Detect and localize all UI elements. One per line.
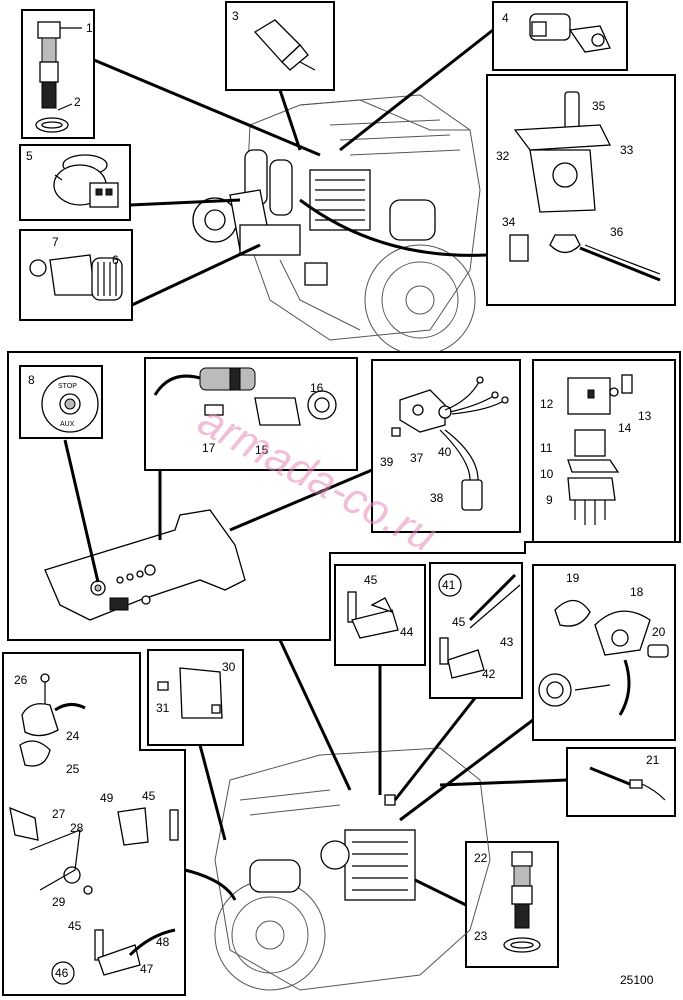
label-28: 28 [70,821,84,835]
box-part-44-45 [334,564,426,666]
top-engine-drawing [192,94,481,356]
top-leader-lines [93,28,494,307]
box-part-6-7 [19,229,133,321]
stop-label: STOP [58,383,77,390]
label-45-box46: 45 [68,919,82,933]
label-38: 38 [430,491,444,505]
label-23: 23 [474,929,488,943]
label-27: 27 [52,807,66,821]
bottom-leader-lines [184,639,568,907]
box-part-22-23 [465,841,559,968]
label-42: 42 [482,667,496,681]
label-7: 7 [52,235,59,249]
label-3: 3 [232,9,239,23]
label-18: 18 [630,585,644,599]
label-49: 49 [100,791,114,805]
label-10: 10 [540,467,554,481]
label-14: 14 [618,421,632,435]
label-1: 1 [86,21,93,35]
label-40: 40 [438,445,452,459]
callout-labels: 1 2 3 4 5 6 7 8 9 10 11 12 13 14 15 16 1… [14,9,666,980]
box-part-9-14 [532,359,676,543]
label-21: 21 [646,753,660,767]
label-19: 19 [566,571,580,585]
box-part-18-20 [532,564,676,741]
box-part-24-29-45-49 [2,652,186,996]
label-43: 43 [500,635,514,649]
bottom-engine-drawing [214,747,491,991]
label-29: 29 [52,895,66,909]
label-16: 16 [310,381,324,395]
box-part-3 [225,1,335,91]
label-20: 20 [652,625,666,639]
label-36: 36 [610,225,624,239]
label-30: 30 [222,660,236,674]
control-panel-plate [44,509,246,621]
label-45-box44: 45 [364,573,378,587]
box-part-4 [492,1,628,71]
label-12: 12 [540,397,554,411]
label-34: 34 [502,215,516,229]
label-47: 47 [140,962,154,976]
label-22: 22 [474,851,488,865]
label-46: 46 [55,966,69,980]
box-part-37-40 [371,359,521,533]
middle-leader-lines [63,439,373,583]
label-48: 48 [156,935,170,949]
aux-label: AUX [60,421,75,428]
label-17: 17 [202,441,216,455]
label-15: 15 [255,443,269,457]
box-part-8: STOP AUX [19,365,103,439]
label-4: 4 [502,11,509,25]
label-9: 9 [546,493,553,507]
label-6: 6 [112,253,119,267]
box-part-1-2 [21,9,95,139]
label-37: 37 [410,451,424,465]
label-39: 39 [380,455,394,469]
label-33: 33 [620,143,634,157]
label-44: 44 [400,625,414,639]
box-part-5 [19,144,131,221]
label-45-box41: 45 [452,615,466,629]
box-part-21 [566,747,676,817]
box-part-30-31 [147,649,244,746]
label-8: 8 [28,373,35,387]
label-32: 32 [496,149,510,163]
label-13: 13 [638,409,652,423]
label-35: 35 [592,99,606,113]
label-11: 11 [540,441,553,455]
label-41: 41 [442,578,456,592]
label-5: 5 [26,149,33,163]
label-45-box49: 45 [142,789,156,803]
figure-number: 25100 [620,973,654,987]
box-part-41-43 [429,562,523,699]
box-part-32-36 [486,74,676,306]
label-31: 31 [156,701,170,715]
label-26: 26 [14,673,28,687]
label-24: 24 [66,729,80,743]
label-25: 25 [66,762,80,776]
box-part-15-17 [144,357,358,471]
label-2: 2 [74,95,81,109]
